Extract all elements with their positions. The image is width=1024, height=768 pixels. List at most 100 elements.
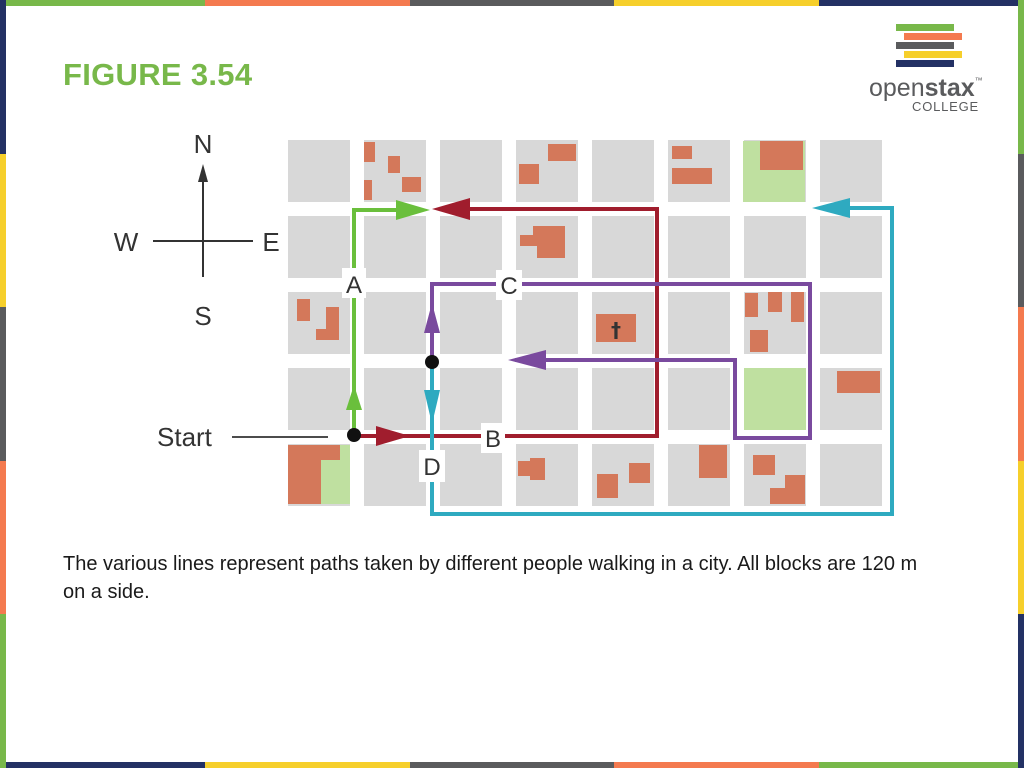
north-arrow-icon <box>198 164 208 182</box>
figure-title: FIGURE 3.54 <box>63 57 253 92</box>
path-b-arrow-icon <box>432 198 470 220</box>
city-block <box>592 368 654 430</box>
building <box>699 445 727 478</box>
label-c: C <box>500 273 517 300</box>
logo-wordmark: openstax™ <box>869 74 983 103</box>
logo-bar <box>904 51 962 58</box>
label-d-bg <box>419 450 445 482</box>
frame-seg <box>1018 307 1024 461</box>
building <box>770 475 805 504</box>
compass-east-label: E <box>262 227 279 257</box>
logo-word-light: open <box>869 74 925 102</box>
building <box>597 474 618 498</box>
building <box>520 226 565 258</box>
frame-seg <box>1018 614 1024 768</box>
frame-seg <box>1018 460 1024 615</box>
path-b-line <box>354 207 659 438</box>
building <box>364 180 372 200</box>
city-block <box>820 444 882 506</box>
building <box>297 299 310 321</box>
right-frame-strip <box>1018 0 1024 768</box>
logo-trademark: ™ <box>974 76 983 85</box>
building <box>672 146 692 159</box>
building <box>364 142 375 162</box>
frame-seg <box>819 0 1024 6</box>
building <box>388 156 400 173</box>
building <box>519 164 539 184</box>
city-block <box>668 216 730 278</box>
city-block <box>820 216 882 278</box>
city-block <box>288 140 350 202</box>
path-a <box>346 200 430 436</box>
building <box>760 141 803 170</box>
start-label: Start <box>157 422 213 452</box>
frame-seg <box>0 762 205 768</box>
label-d: D <box>423 454 440 481</box>
path-c-line <box>430 282 812 440</box>
building <box>750 330 768 352</box>
city-block <box>364 216 426 278</box>
path-c <box>424 282 812 440</box>
frame-seg <box>0 307 6 461</box>
city-block <box>288 216 350 278</box>
city-block <box>440 292 502 354</box>
path-a-arrow-icon <box>396 200 430 220</box>
building <box>316 307 339 340</box>
building <box>629 463 650 483</box>
building <box>518 461 530 476</box>
logo-bar <box>904 33 962 40</box>
frame-seg <box>819 762 1024 768</box>
frame-seg <box>614 762 820 768</box>
start-point-dot <box>347 428 361 442</box>
figure-caption: The various lines represent paths taken … <box>63 553 918 603</box>
frame-seg <box>0 0 205 6</box>
logo-bar <box>896 60 954 67</box>
compass-south-label: S <box>194 301 211 331</box>
city-block <box>516 368 578 430</box>
frame-seg <box>1018 0 1024 154</box>
compass-west-label: W <box>114 227 139 257</box>
city-block <box>592 140 654 202</box>
building <box>753 455 775 475</box>
logo-bar <box>896 42 954 49</box>
label-a: A <box>346 272 362 299</box>
building <box>745 293 758 317</box>
city-block <box>364 292 426 354</box>
building <box>530 458 545 480</box>
frame-seg <box>0 0 6 154</box>
path-labels: A B C D <box>342 268 522 482</box>
city-block <box>440 368 502 430</box>
city-block <box>516 292 578 354</box>
path-b-arrow-icon <box>376 426 410 446</box>
city-block <box>440 444 502 506</box>
city-block <box>592 216 654 278</box>
church-building <box>596 314 636 342</box>
compass-north-label: N <box>194 129 213 159</box>
frame-seg <box>1018 153 1024 308</box>
city-block <box>440 140 502 202</box>
building <box>672 168 712 184</box>
city-block <box>744 216 806 278</box>
path-d-arrow-icon <box>812 198 850 218</box>
building <box>791 292 804 322</box>
label-b: B <box>485 426 501 453</box>
logo-bars-icon <box>896 24 962 69</box>
path-d-arrow-icon <box>424 390 440 424</box>
openstax-logo: openstax™ COLLEGE <box>866 24 992 116</box>
left-frame-strip <box>0 0 6 768</box>
frame-seg <box>409 762 615 768</box>
path-c-arrow-icon <box>508 350 546 370</box>
logo-word-bold: stax <box>924 74 975 102</box>
building <box>548 144 576 161</box>
frame-seg <box>0 460 6 615</box>
buildings <box>288 141 880 504</box>
frame-seg <box>614 0 820 6</box>
frame-seg <box>409 0 615 6</box>
city-block <box>820 140 882 202</box>
city-block <box>668 292 730 354</box>
city-map-figure: N S W E † <box>114 129 894 516</box>
top-frame-strip <box>0 0 1024 6</box>
label-c-bg <box>496 270 522 300</box>
frame-seg <box>0 614 6 768</box>
city-block <box>820 292 882 354</box>
